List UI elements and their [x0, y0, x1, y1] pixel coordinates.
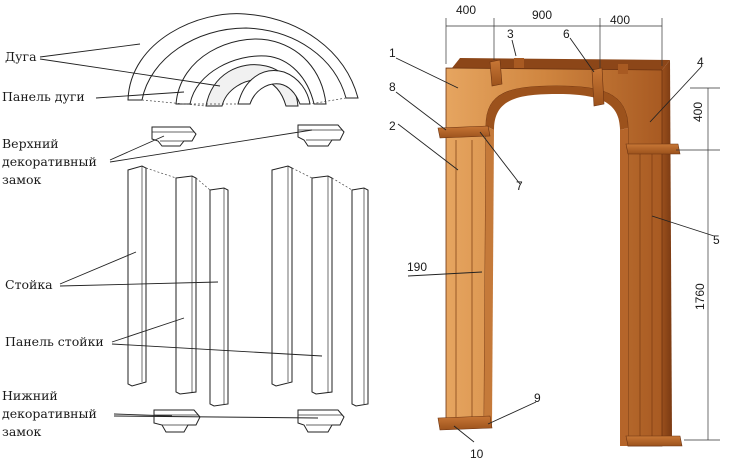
callout-8: 8	[389, 80, 396, 94]
post-group-right	[271, 165, 369, 407]
callout-5: 5	[713, 233, 720, 247]
label-arc-panel: Панель дуги	[2, 89, 85, 104]
callout-9: 9	[534, 391, 541, 405]
dim-top-left: 400	[456, 3, 476, 17]
left-labels: Дуга Панель дуги Верхний декоративный за…	[2, 49, 104, 439]
lower-lock-right	[297, 409, 345, 433]
upper-lock-left	[151, 126, 197, 147]
label-lower-lock-1: Нижний	[2, 388, 58, 403]
callout-4: 4	[697, 55, 704, 69]
callout-2: 2	[389, 119, 396, 133]
dim-post-width: 190	[407, 260, 427, 274]
dimension-lines	[445, 18, 720, 441]
dimension-labels: 400 900 400 400 1760 190	[407, 3, 707, 310]
post-group-left	[127, 165, 229, 407]
label-post-panel: Панель стойки	[5, 334, 104, 349]
label-post: Стойка	[5, 277, 53, 292]
label-upper-lock-3: замок	[2, 172, 42, 187]
upper-lock-right	[297, 124, 345, 147]
callout-1: 1	[389, 46, 396, 60]
callout-10: 10	[470, 447, 484, 461]
lower-lock-left	[153, 409, 201, 433]
dim-right-lower: 1760	[693, 283, 707, 310]
label-upper-lock-1: Верхний	[2, 136, 59, 151]
callout-7: 7	[516, 179, 523, 193]
arch-3d	[437, 58, 683, 447]
leader-lines	[39, 43, 323, 419]
label-lower-lock-3: замок	[2, 424, 42, 439]
callout-numbers: 1 2 3 4 5 6 7 8 9 10	[389, 27, 720, 461]
callout-6: 6	[563, 27, 570, 41]
callout-3: 3	[507, 27, 514, 41]
label-lower-lock-2: декоративный	[2, 406, 97, 421]
dim-right-upper: 400	[691, 102, 705, 122]
label-arc: Дуга	[5, 49, 37, 64]
arc-parts	[127, 13, 359, 107]
dim-top-right: 400	[610, 13, 630, 27]
dim-top-middle: 900	[532, 8, 552, 22]
label-upper-lock-2: декоративный	[2, 154, 97, 169]
exploded-view: Дуга Панель дуги Верхний декоративный за…	[2, 13, 369, 439]
callout-leaders	[395, 37, 715, 443]
